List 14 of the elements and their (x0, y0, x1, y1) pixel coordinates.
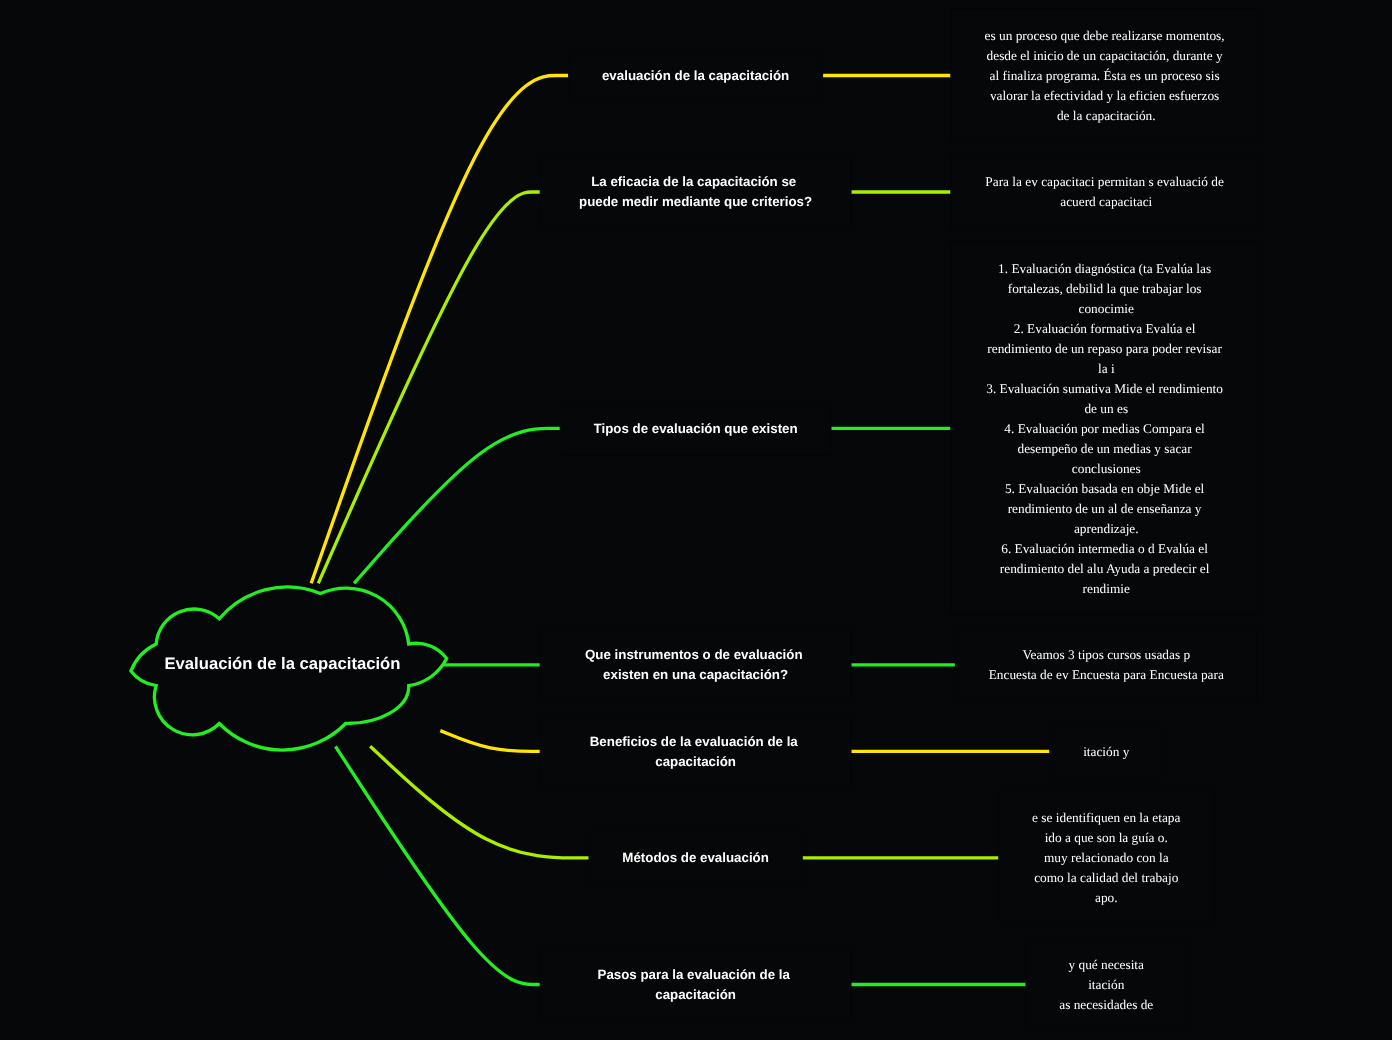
connector (333, 745, 540, 987)
connector (439, 729, 540, 754)
connector (850, 982, 1026, 987)
connector (368, 745, 589, 860)
connector (309, 73, 569, 584)
connector (822, 73, 951, 78)
connector (850, 663, 956, 667)
connector (830, 426, 951, 431)
connector (316, 190, 540, 584)
connector (850, 749, 1050, 754)
connector (801, 856, 999, 860)
connector (850, 190, 951, 194)
connector (440, 663, 540, 667)
connector (352, 426, 560, 585)
